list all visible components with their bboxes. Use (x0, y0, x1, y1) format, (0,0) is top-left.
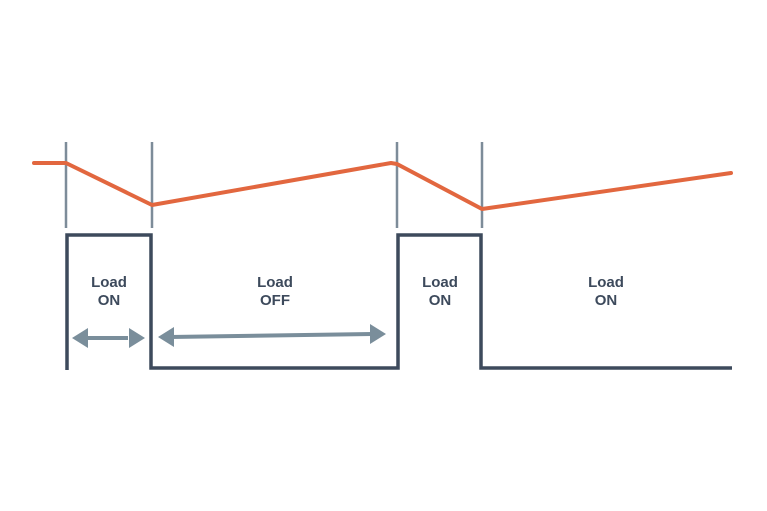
duration-arrow-icon (72, 328, 145, 348)
load-label-line2: ON (595, 292, 618, 309)
divider-lines (64, 142, 484, 228)
signal-curve (32, 161, 733, 211)
duration-arrow-icon (158, 324, 386, 347)
load-label-line2: ON (429, 292, 452, 309)
load-label: Load ON (422, 274, 458, 309)
load-label-line1: Load (257, 274, 293, 291)
load-label: Load ON (588, 274, 624, 309)
load-label-line1: Load (91, 274, 127, 291)
load-label-line2: OFF (260, 292, 290, 309)
load-label-line1: Load (422, 274, 458, 291)
load-label: Load ON (91, 274, 127, 309)
load-label-line2: ON (98, 292, 121, 309)
load-label-line1: Load (588, 274, 624, 291)
load-square-wave (65, 233, 732, 370)
load-label: Load OFF (257, 274, 293, 309)
